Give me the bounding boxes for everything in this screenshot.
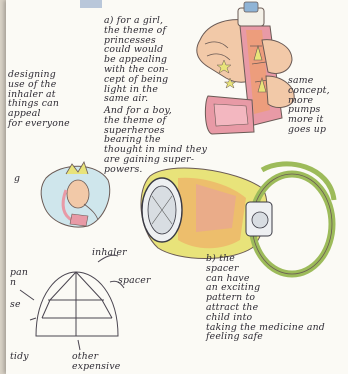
left-se-label: se (10, 300, 21, 310)
left-tidy-label: tidy (10, 352, 29, 362)
girl-theme-note: a) for a girl, the theme of princesses c… (104, 16, 168, 104)
left-g-label: g (14, 174, 20, 184)
binder-strip (80, 0, 102, 8)
spacer-note: b) the spacer can have an exciting patte… (206, 254, 325, 342)
boy-theme-note: And for a boy, the theme of superheroes … (104, 106, 207, 175)
canister-cap (244, 2, 258, 12)
other-label: other expensive (72, 352, 120, 372)
princess-badge-drawing (41, 162, 110, 227)
inhaler-label: inhaler (92, 248, 127, 258)
inhaler-concept-note: same concept, more pumps more it goes up (288, 76, 330, 135)
left-pan-label: pan n (10, 268, 28, 288)
spacer-label: spacer (118, 276, 151, 286)
left-design-note: designing use of the inhaler at things c… (8, 70, 70, 129)
inhaler-hand-drawing (197, 2, 294, 134)
wireframe-sketch (20, 255, 124, 350)
